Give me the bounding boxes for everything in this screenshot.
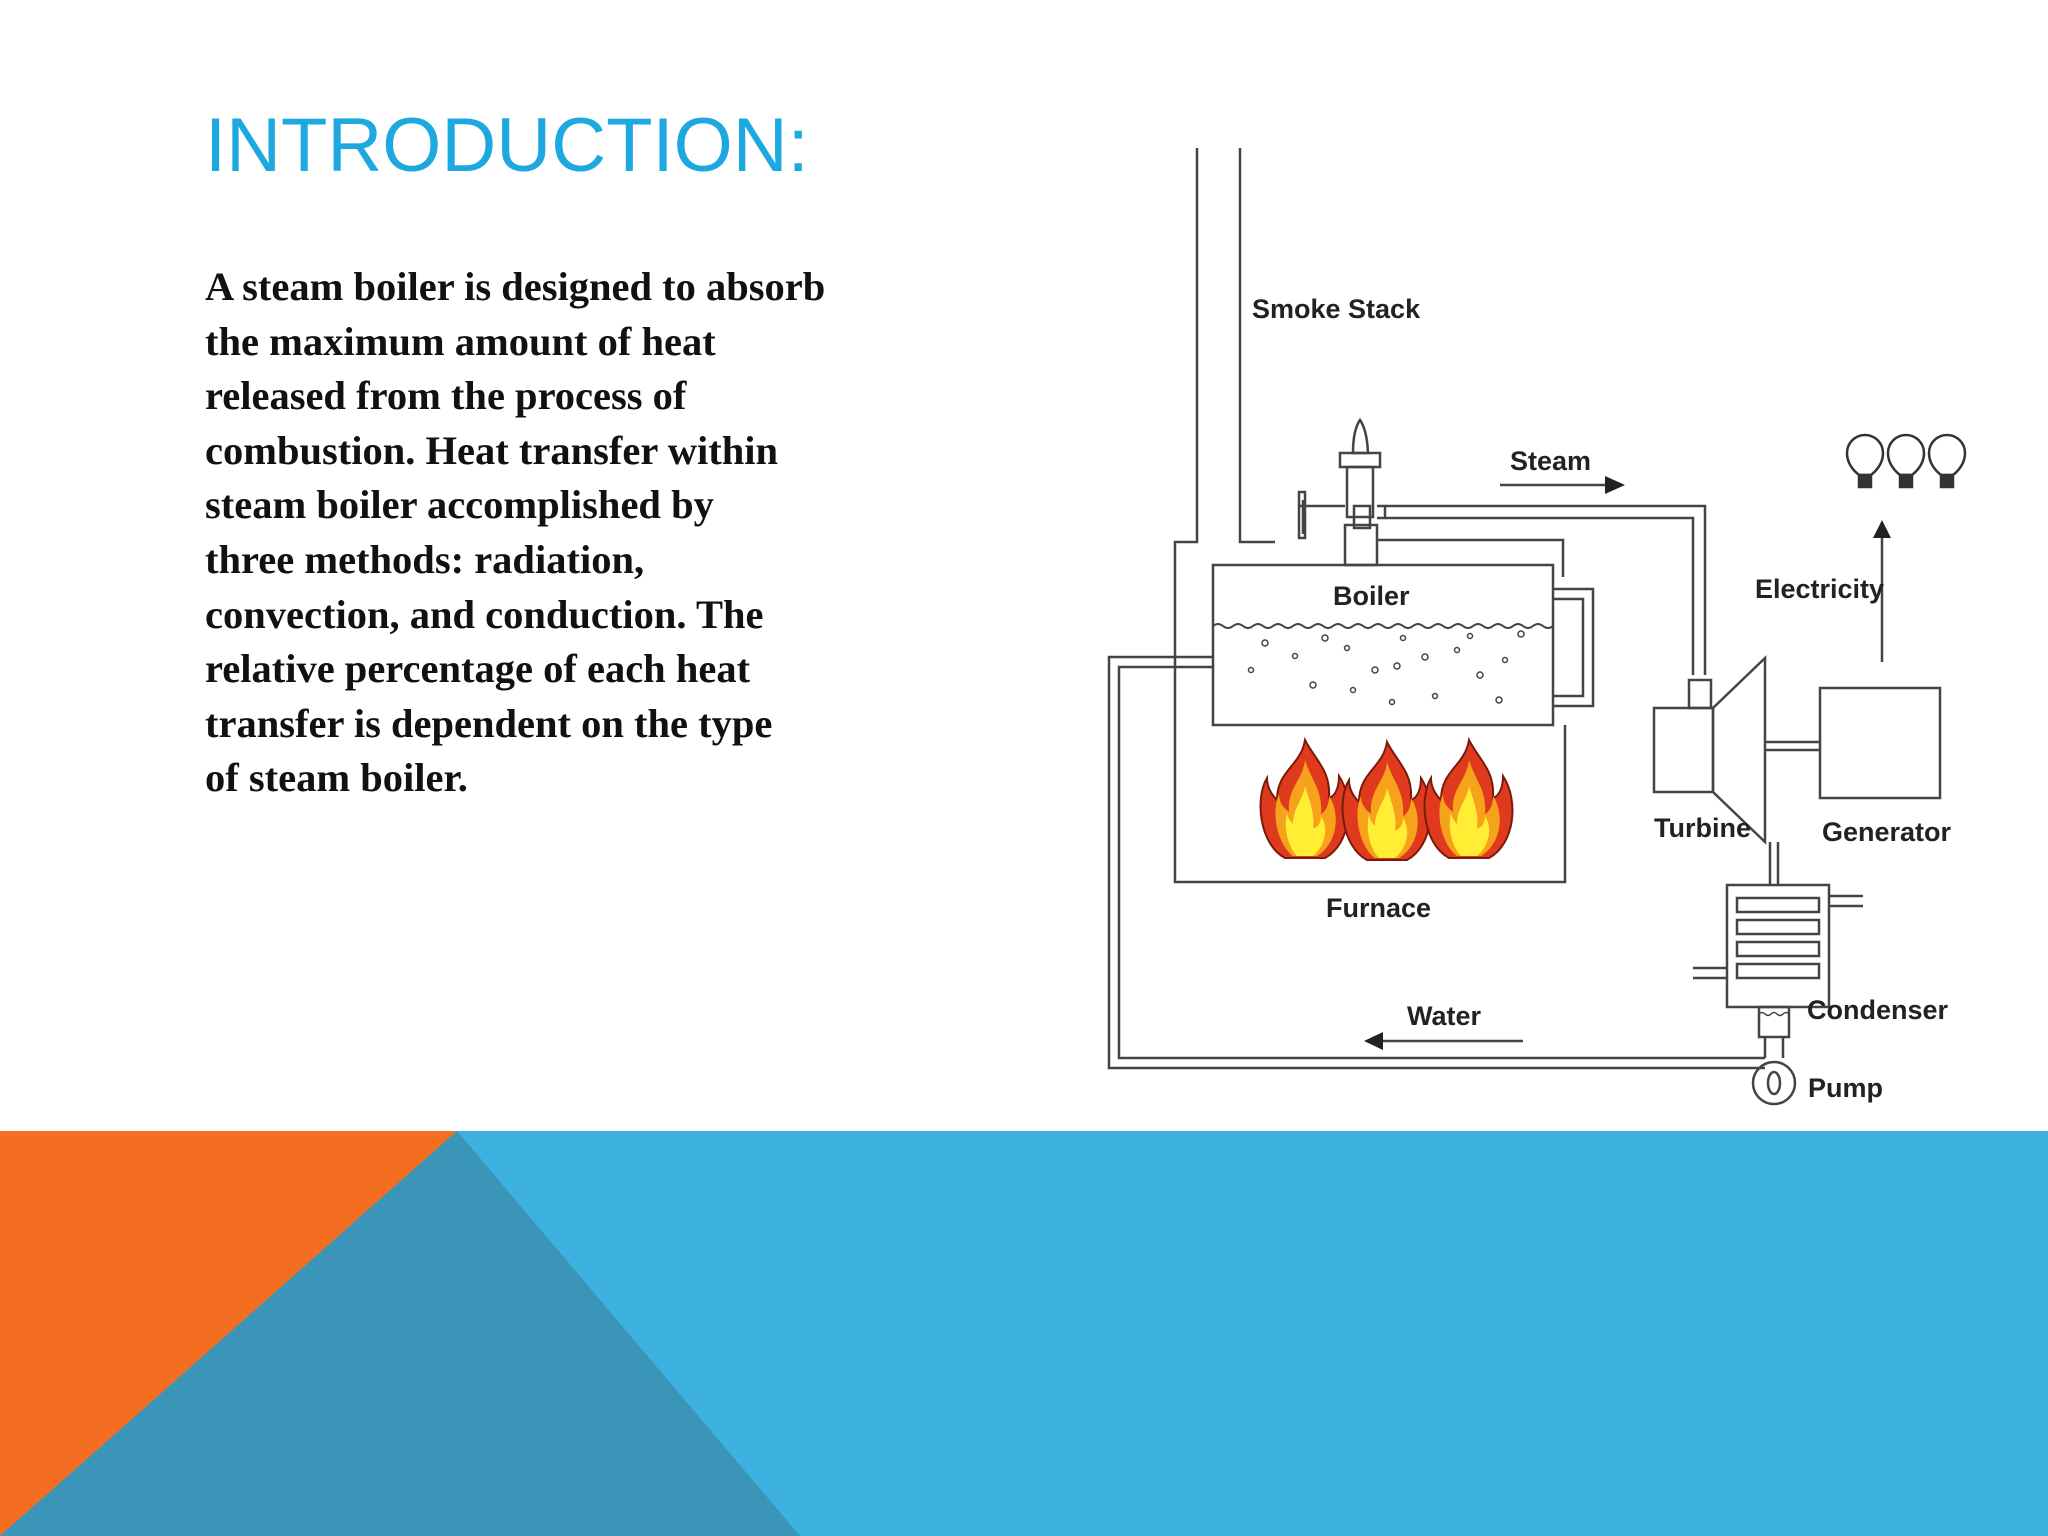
boiler-diagram-svg: Smoke Stack Steam Boiler Electricity Fur… bbox=[1107, 148, 1967, 1106]
electricity-label: Electricity bbox=[1755, 574, 1884, 604]
slide-title: INTRODUCTION: bbox=[205, 103, 809, 188]
smoke-stack-icon bbox=[1173, 148, 1275, 578]
body-line: three methods: radiation, bbox=[205, 536, 645, 582]
body-line: released from the process of bbox=[205, 373, 687, 419]
pump-icon bbox=[1751, 1060, 1797, 1106]
water-pipe bbox=[1107, 655, 1765, 1070]
furnace-label: Furnace bbox=[1326, 893, 1431, 923]
light-bulbs bbox=[1845, 433, 1967, 489]
pump-label: Pump bbox=[1808, 1073, 1883, 1103]
steam-pipe bbox=[1377, 504, 1707, 675]
body-line: transfer is dependent on the type bbox=[205, 700, 773, 746]
furnace-flames bbox=[1259, 736, 1514, 861]
boiler-bubbles bbox=[1247, 630, 1525, 706]
footer-teal-triangle bbox=[0, 1131, 800, 1536]
body-paragraph: A steam boiler is designed to absorb the… bbox=[205, 260, 925, 806]
body-line: combustion. Heat transfer within bbox=[205, 427, 778, 473]
light-bulb-icon bbox=[1927, 433, 1967, 489]
body-line: A steam boiler is designed to absorb bbox=[205, 264, 826, 309]
body-line: the maximum amount of heat bbox=[205, 318, 716, 364]
condenser-label: Condenser bbox=[1807, 995, 1949, 1025]
body-line: relative percentage of each heat bbox=[205, 646, 751, 692]
body-line: steam boiler accomplished by bbox=[205, 482, 714, 528]
generator-label: Generator bbox=[1822, 817, 1952, 847]
furnace-box bbox=[1173, 578, 1567, 884]
light-bulb-icon bbox=[1845, 433, 1885, 489]
water-label: Water bbox=[1407, 1001, 1482, 1031]
steam-boiler-diagram: Smoke Stack Steam Boiler Electricity Fur… bbox=[1085, 130, 1985, 1120]
boiler-label: Boiler bbox=[1333, 581, 1410, 611]
footer-decoration bbox=[0, 1131, 2048, 1536]
turbine-icon bbox=[1652, 655, 1820, 845]
boiler-side-loop bbox=[1553, 587, 1595, 708]
condenser-icon bbox=[1693, 842, 1863, 1058]
body-line: convection, and conduction. The bbox=[205, 591, 764, 637]
turbine-label: Turbine bbox=[1654, 813, 1751, 843]
boiler-shell bbox=[1211, 563, 1555, 727]
flame-icon bbox=[1259, 736, 1350, 859]
steam-label: Steam bbox=[1510, 446, 1591, 476]
smoke-stack-label: Smoke Stack bbox=[1252, 294, 1421, 324]
flame-icon bbox=[1423, 736, 1514, 859]
flame-icon bbox=[1341, 738, 1432, 861]
generator-icon bbox=[1818, 686, 1942, 800]
light-bulb-icon bbox=[1886, 433, 1926, 489]
safety-valve-icon bbox=[1297, 417, 1387, 567]
body-line: of steam boiler. bbox=[205, 755, 468, 801]
